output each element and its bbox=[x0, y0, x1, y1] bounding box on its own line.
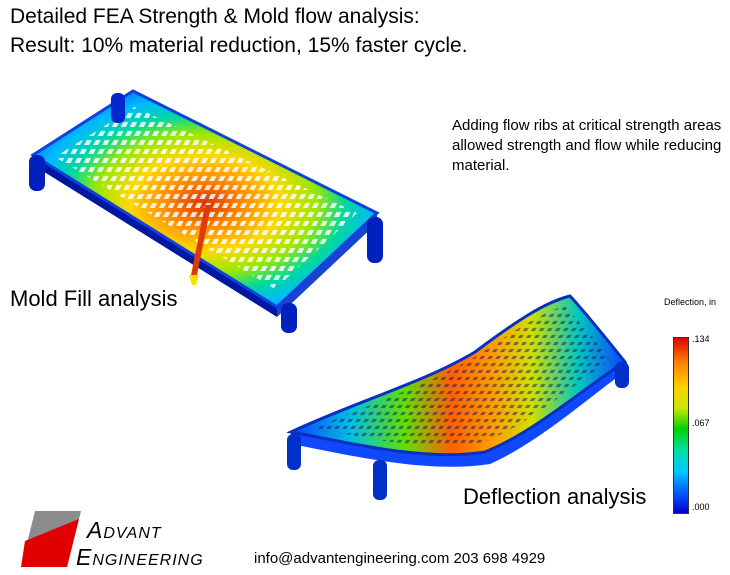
advant-logo-icon bbox=[21, 511, 81, 567]
deflection-image bbox=[286, 294, 629, 500]
title-line-1: Detailed FEA Strength & Mold flow analys… bbox=[10, 5, 420, 28]
logo-word-advant: Advant bbox=[87, 517, 162, 543]
description-text: Adding flow ribs at critical strength ar… bbox=[452, 117, 722, 174]
logo-word-engineering: Engineering bbox=[76, 544, 204, 570]
mold-fill-image bbox=[29, 89, 383, 333]
deflection-color-scale bbox=[673, 337, 689, 514]
legend-title: Deflection, in bbox=[664, 297, 717, 307]
deflection-label: Deflection analysis bbox=[463, 484, 647, 509]
legend-tick-mid: .067 bbox=[692, 418, 710, 428]
legend-tick-max: .134 bbox=[692, 334, 710, 344]
mold-fill-label: Mold Fill analysis bbox=[10, 286, 178, 311]
title-line-2: Result: 10% material reduction, 15% fast… bbox=[10, 34, 468, 57]
contact-info: info@advantengineering.com 203 698 4929 bbox=[254, 550, 546, 567]
legend-tick-min: .000 bbox=[692, 502, 710, 512]
